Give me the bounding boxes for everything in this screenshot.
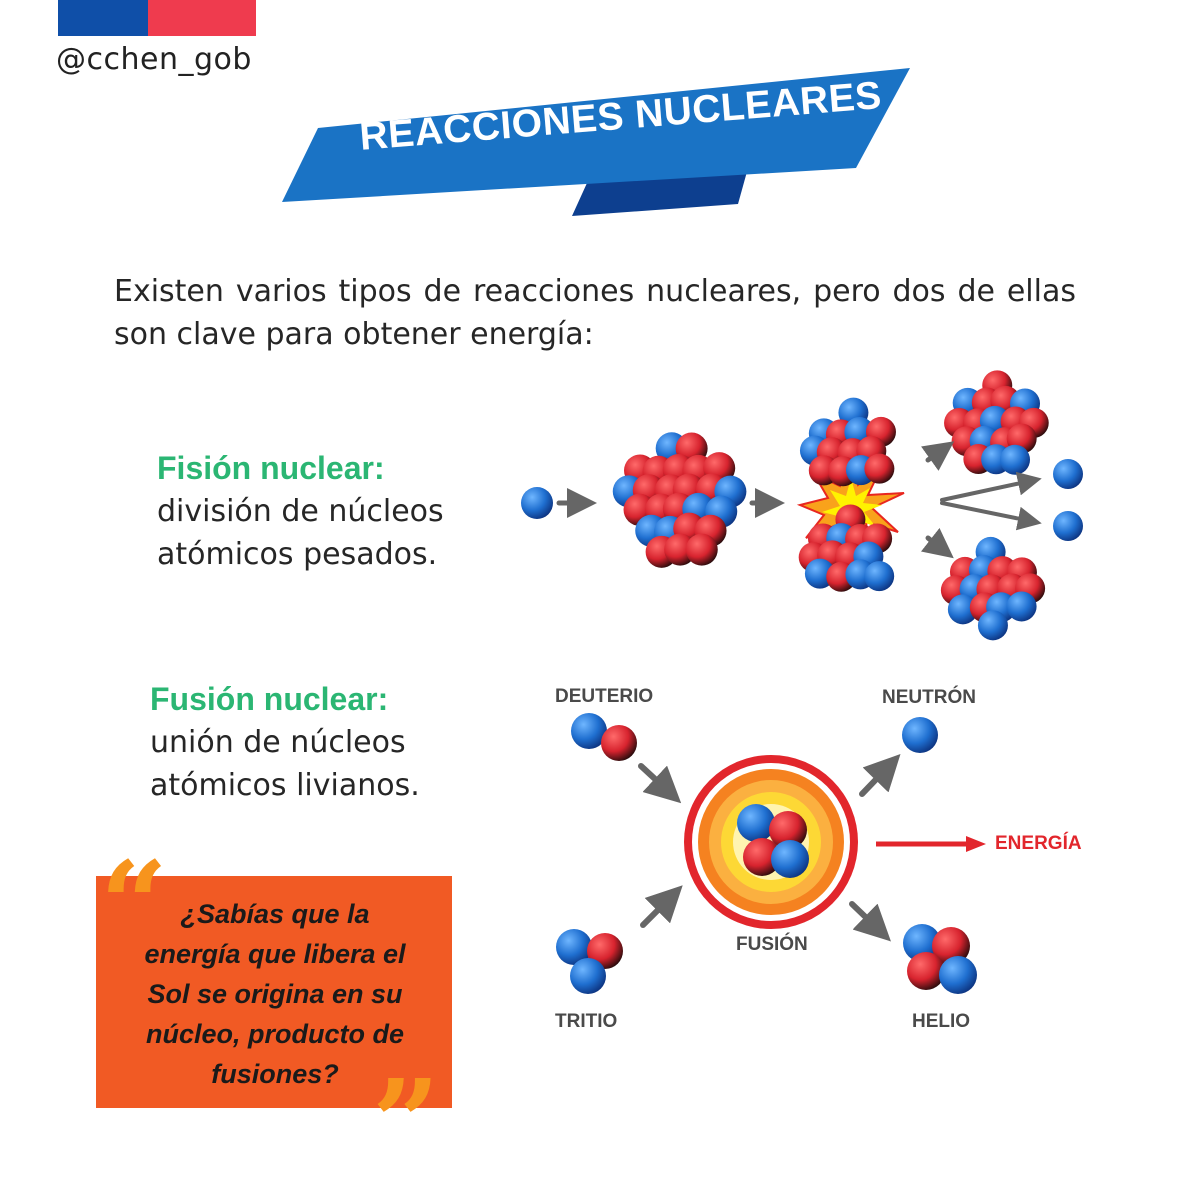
proton-sphere-icon (685, 533, 718, 566)
flag-blue-stripe (58, 0, 148, 36)
neutron-sphere-icon (771, 840, 809, 878)
quote-text: ¿Sabías que la energía que libera el Sol… (100, 894, 450, 1094)
fision-desc-line2: atómicos pesados. (157, 537, 438, 572)
neutron-sphere-icon (737, 804, 775, 842)
label-tritio: TRITIO (555, 1011, 618, 1032)
quote-line-5: fusiones? (211, 1059, 339, 1089)
neutron-sphere-icon (903, 924, 941, 962)
neutron-sphere-icon (939, 956, 977, 994)
label-fusion: FUSIÓN (736, 934, 808, 955)
fission-product-top-icon (944, 370, 1049, 475)
neutron-sphere-icon (1053, 511, 1083, 541)
neutron-sphere-icon (571, 713, 607, 749)
social-handle: @cchen_gob (56, 42, 252, 77)
label-energia: ENERGÍA (995, 833, 1082, 854)
fision-title: Fisión nuclear: (157, 450, 385, 486)
fision-arrows (556, 441, 1042, 559)
flag-red-stripe (148, 0, 256, 36)
neutron-sphere-icon (521, 487, 553, 519)
splitting-nucleus-top-icon (799, 397, 896, 487)
splitting-nucleus-bottom-icon (798, 504, 895, 592)
label-helio: HELIO (912, 1011, 971, 1032)
quote-line-3: Sol se origina en su (147, 979, 403, 1009)
proton-sphere-icon (864, 453, 895, 484)
fission-product-bottom-icon (940, 536, 1046, 641)
title-banner (282, 68, 910, 216)
quote-line-2: energía que libera el (144, 939, 406, 969)
neutron-sphere-icon (902, 717, 938, 753)
quote-line-1: ¿Sabías que la (180, 899, 370, 929)
fision-desc-line1: división de núcleos (157, 494, 444, 529)
heavy-nucleus-icon (612, 432, 747, 568)
proton-sphere-icon (907, 952, 945, 990)
fusion-desc-line1: unión de núcleos (150, 725, 406, 760)
open-quote-icon: “ (100, 835, 168, 974)
quote-box (96, 876, 452, 1108)
proton-sphere-icon (932, 927, 970, 965)
banner-front (282, 68, 910, 202)
proton-sphere-icon (769, 811, 807, 849)
neutron-sphere-icon (570, 958, 606, 994)
label-neutron: NEUTRÓN (882, 687, 976, 708)
close-quote-icon: ” (372, 1053, 440, 1192)
label-deuterio: DEUTERIO (555, 686, 654, 707)
neutron-sphere-icon (1006, 591, 1037, 622)
neutron-sphere-icon (864, 561, 895, 592)
quote-line-4: núcleo, producto de (145, 1019, 404, 1049)
flag-logo (58, 0, 256, 36)
fusion-title: Fusión nuclear: (150, 681, 389, 717)
neutron-sphere-icon (1000, 444, 1031, 475)
energy-arrow (876, 836, 986, 852)
proton-sphere-icon (743, 838, 781, 876)
fusion-arrows (638, 754, 901, 942)
fusion-desc-line2: atómicos livianos. (150, 768, 420, 803)
neutron-sphere-icon (1053, 459, 1083, 489)
proton-sphere-icon (601, 725, 637, 761)
neutron-sphere-icon (947, 594, 978, 625)
neutron-sphere-icon (556, 929, 592, 965)
neutron-sphere-icon (977, 610, 1008, 641)
intro-text: Existen varios tipos de reacciones nucle… (114, 274, 1076, 352)
